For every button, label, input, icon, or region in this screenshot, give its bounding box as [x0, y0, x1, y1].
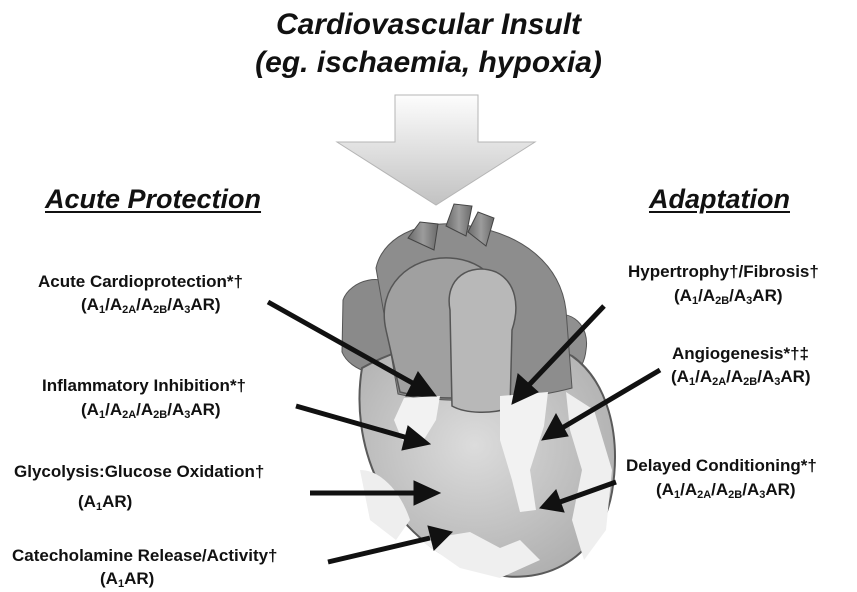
label-angiogenesis: Angiogenesis*†‡	[672, 344, 809, 364]
receptor-list: (A1/A2A/A2B/A3AR)	[656, 480, 796, 501]
label-hypertrophy: Hypertrophy†/Fibrosis†	[628, 262, 819, 282]
receptor-subscript: 3	[746, 295, 752, 307]
receptor-subscript: 2A	[122, 409, 136, 421]
receptor-subscript: 1	[99, 409, 105, 421]
label-delayed-conditioning: Delayed Conditioning*†	[626, 456, 817, 476]
receptor-subscript: 1	[99, 304, 105, 316]
label-acute-cardioprotection: Acute Cardioprotection*†	[38, 272, 243, 292]
receptor-subscript: 2A	[712, 376, 726, 388]
label-inflammatory-inhibition: Inflammatory Inhibition*†	[42, 376, 246, 396]
right-heading: Adaptation	[649, 184, 790, 215]
receptor-subscript: 1	[689, 376, 695, 388]
receptor-subscript: 1	[96, 501, 102, 513]
receptor-subscript: 2B	[728, 489, 742, 501]
diagram-title: Cardiovascular Insult	[0, 8, 857, 42]
receptor-subscript: 3	[184, 409, 190, 421]
label-glycolysis: Glycolysis:Glucose Oxidation†	[14, 462, 264, 482]
receptor-list: (A1/A2B/A3AR)	[674, 286, 783, 307]
heart-illustration	[342, 204, 615, 578]
receptor-subscript: 3	[184, 304, 190, 316]
receptor-subscript: 2B	[153, 409, 167, 421]
down-arrow-icon	[337, 95, 535, 205]
receptor-list: (A1/A2A/A2B/A3AR)	[81, 400, 221, 421]
receptor-subscript: 2B	[715, 295, 729, 307]
receptor-subscript: 1	[692, 295, 698, 307]
receptor-subscript: 3	[759, 489, 765, 501]
receptor-subscript: 2B	[743, 376, 757, 388]
receptor-list: (A1/A2A/A2B/A3AR)	[671, 367, 811, 388]
diagram-subtitle: (eg. ischaemia, hypoxia)	[0, 46, 857, 80]
receptor-list: (A1AR)	[100, 569, 154, 590]
label-catecholamine: Catecholamine Release/Activity†	[12, 546, 278, 566]
receptor-subscript: 1	[674, 489, 680, 501]
receptor-list: (A1/A2A/A2B/A3AR)	[81, 295, 221, 316]
receptor-subscript: 2A	[697, 489, 711, 501]
arrow-catecholamine	[328, 538, 430, 562]
receptor-subscript: 2B	[153, 304, 167, 316]
receptor-subscript: 3	[774, 376, 780, 388]
receptor-list: (A1AR)	[78, 492, 132, 513]
receptor-subscript: 1	[118, 578, 124, 590]
left-heading: Acute Protection	[45, 184, 261, 215]
receptor-subscript: 2A	[122, 304, 136, 316]
